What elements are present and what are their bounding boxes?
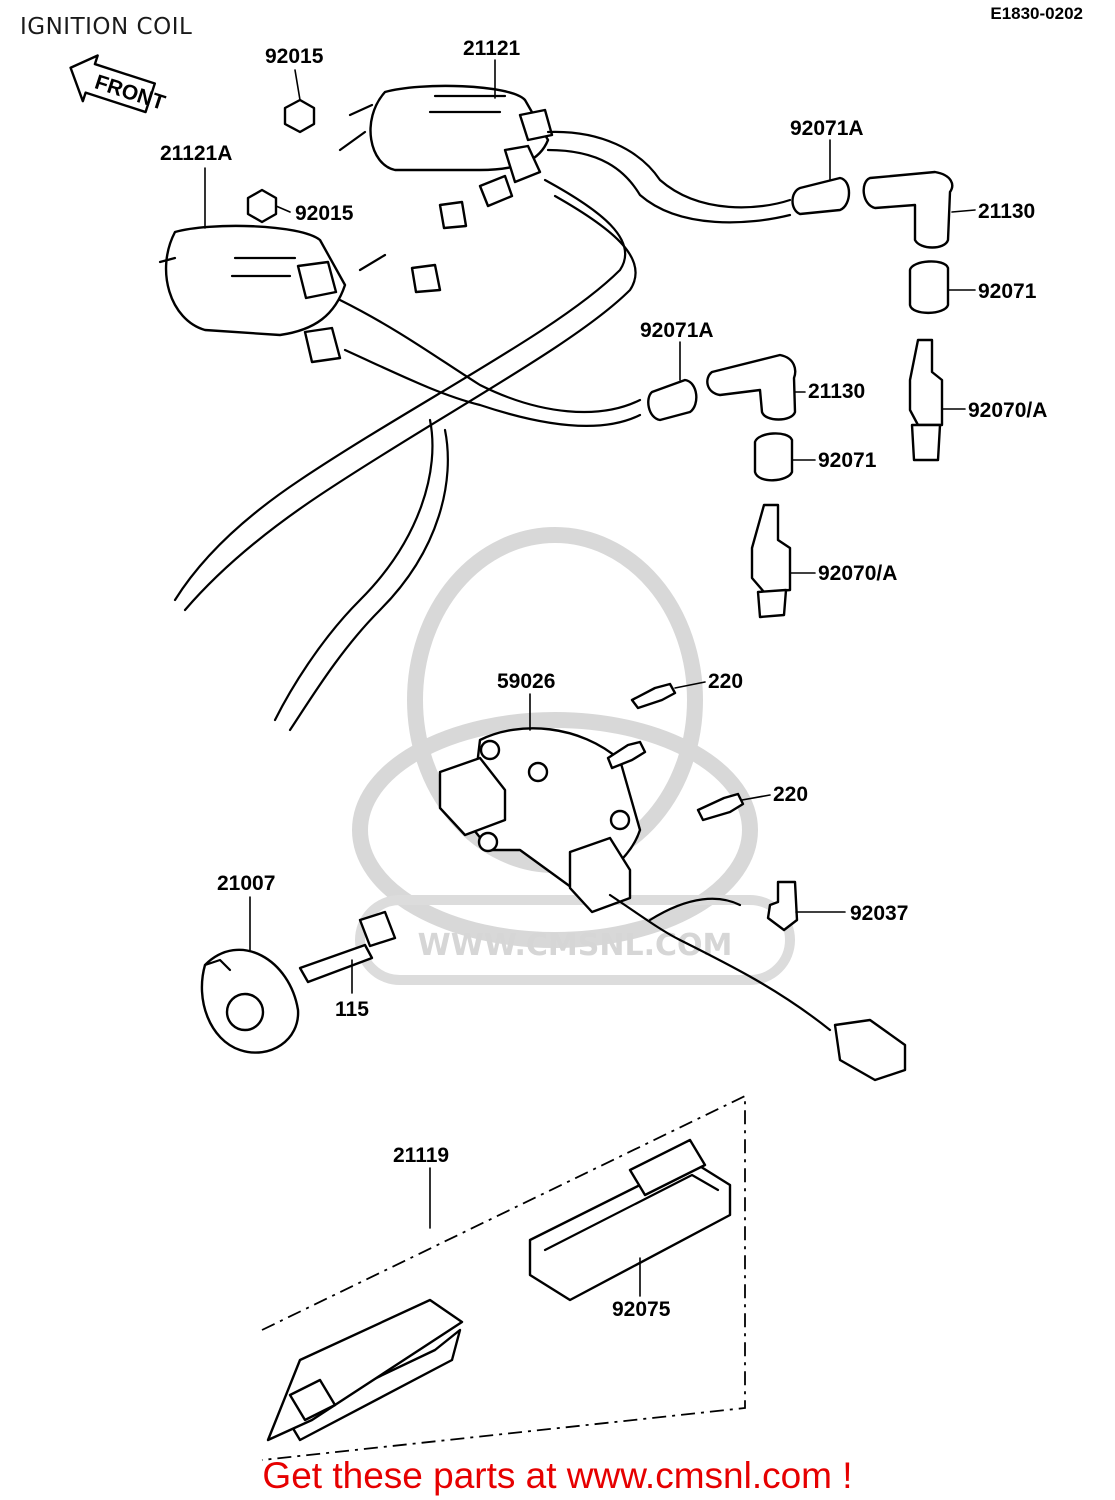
leader-lines <box>204 59 976 1297</box>
label-21130-mid: 21130 <box>808 380 865 403</box>
label-59026: 59026 <box>497 670 555 693</box>
igniter-unit-21119 <box>261 1094 746 1461</box>
nut-92015-mid <box>246 188 278 224</box>
label-92071a-top: 92071A <box>790 117 864 140</box>
label-21121a: 21121A <box>160 142 232 165</box>
suppressor-cover-92071-mid <box>753 432 794 482</box>
suppressor-cover-92071-top <box>908 260 950 315</box>
ignition-coil-21121a <box>158 224 442 364</box>
label-21007: 21007 <box>217 872 275 895</box>
label-21119: 21119 <box>393 1144 449 1167</box>
clamp-92037 <box>766 880 799 932</box>
pickup-coil-assembly-59026 <box>438 727 907 1082</box>
front-arrow: FRONT <box>69 54 168 115</box>
bolt-115 <box>298 910 397 984</box>
screw-220-top <box>630 682 677 710</box>
label-21130-top: 21130 <box>978 200 1035 223</box>
label-92075: 92075 <box>612 1298 671 1321</box>
label-220-mid: 220 <box>773 783 808 806</box>
label-92071-mid: 92071 <box>818 449 877 472</box>
plug-cap-92071a-mid <box>647 378 698 422</box>
watermark-text: WWW.CMSNL.COM <box>418 928 733 963</box>
ignition-coil-21121 <box>338 84 554 230</box>
plug-cap-21130-mid <box>706 353 797 421</box>
spark-plug-92070a-low <box>750 503 792 619</box>
cta-link[interactable]: Get these parts at www.cmsnl.com ! <box>262 1455 853 1496</box>
label-92071-top: 92071 <box>978 280 1037 303</box>
screw-220-small <box>606 740 647 770</box>
spark-plug-92070a-top <box>908 338 944 462</box>
plug-cap-21130-top <box>862 170 954 249</box>
label-92070a-top: 92070/A <box>968 399 1047 422</box>
label-92015-top: 92015 <box>265 45 324 68</box>
rubber-pad-92075 <box>528 1138 732 1302</box>
label-115: 115 <box>335 998 369 1021</box>
label-92015-mid: 92015 <box>295 202 354 225</box>
label-21121: 21121 <box>463 37 521 60</box>
page-title: IGNITION COIL <box>20 14 193 40</box>
diagram-code: E1830-0202 <box>990 4 1083 23</box>
label-220-top: 220 <box>708 670 743 693</box>
label-92037: 92037 <box>850 902 908 925</box>
screw-220-mid <box>696 792 745 822</box>
timing-rotor-21007 <box>200 948 300 1054</box>
label-92070a-low: 92070/A <box>818 562 897 585</box>
ht-leads <box>173 130 792 732</box>
nut-92015-top <box>283 98 316 134</box>
plug-cap-92071a-top <box>791 176 851 216</box>
label-92071a-mid: 92071A <box>640 319 714 342</box>
